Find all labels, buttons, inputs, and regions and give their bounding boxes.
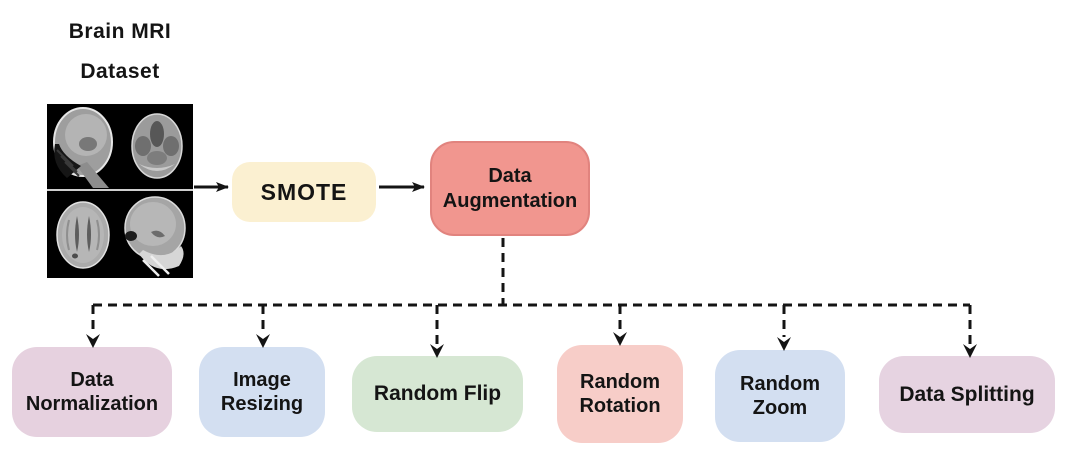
node-data-augmentation: Data Augmentation: [430, 141, 590, 236]
arrowhead-random-rotation: [613, 332, 627, 346]
dataset-title-line2: Dataset: [80, 60, 160, 83]
node-smote: SMOTE: [232, 162, 376, 222]
node-random-zoom-line1: Random: [740, 372, 820, 395]
dashed-drops: [91, 305, 972, 344]
mri-axial-brain: [56, 201, 110, 269]
mri-row-divider: [47, 189, 193, 191]
node-data-normalization-line1: Data: [70, 368, 114, 391]
brain-mri-image: [47, 104, 193, 278]
node-data-splitting: Data Splitting: [879, 356, 1055, 433]
node-image-resizing-line1: Image: [233, 368, 291, 391]
node-random-flip: Random Flip: [352, 356, 523, 432]
brain-mri-grid-art: [47, 104, 193, 278]
node-random-flip-label: Random Flip: [373, 382, 502, 406]
node-data-normalization-line2: Normalization: [25, 393, 159, 415]
node-image-resizing-line2: Resizing: [220, 393, 304, 415]
node-data-splitting-label: Data Splitting: [899, 382, 1035, 406]
node-data-augmentation-line2: Augmentation: [442, 189, 578, 212]
arrowhead-random-zoom: [777, 337, 791, 351]
mri-sagittal-left: [53, 107, 113, 188]
node-random-rotation-line1: Random: [580, 370, 660, 393]
node-random-rotation: Random Rotation: [557, 345, 683, 443]
arrowhead-image-resizing: [256, 334, 270, 348]
node-random-zoom: Random Zoom: [715, 350, 845, 442]
node-image-resizing: Image Resizing: [199, 347, 325, 437]
dataset-title-line1: Brain MRI: [68, 20, 172, 43]
node-random-rotation-line2: Rotation: [579, 395, 661, 417]
node-random-zoom-line2: Zoom: [752, 397, 808, 419]
mri-sagittal-right: [124, 196, 186, 277]
node-data-normalization: Data Normalization: [12, 347, 172, 437]
dataset-title: Brain MRI Dataset: [30, 12, 210, 92]
mri-axial-skullbase: [131, 113, 183, 179]
node-data-augmentation-line1: Data: [488, 165, 532, 188]
arrowhead-data-normalization: [86, 334, 100, 348]
node-smote-label: SMOTE: [260, 178, 348, 205]
